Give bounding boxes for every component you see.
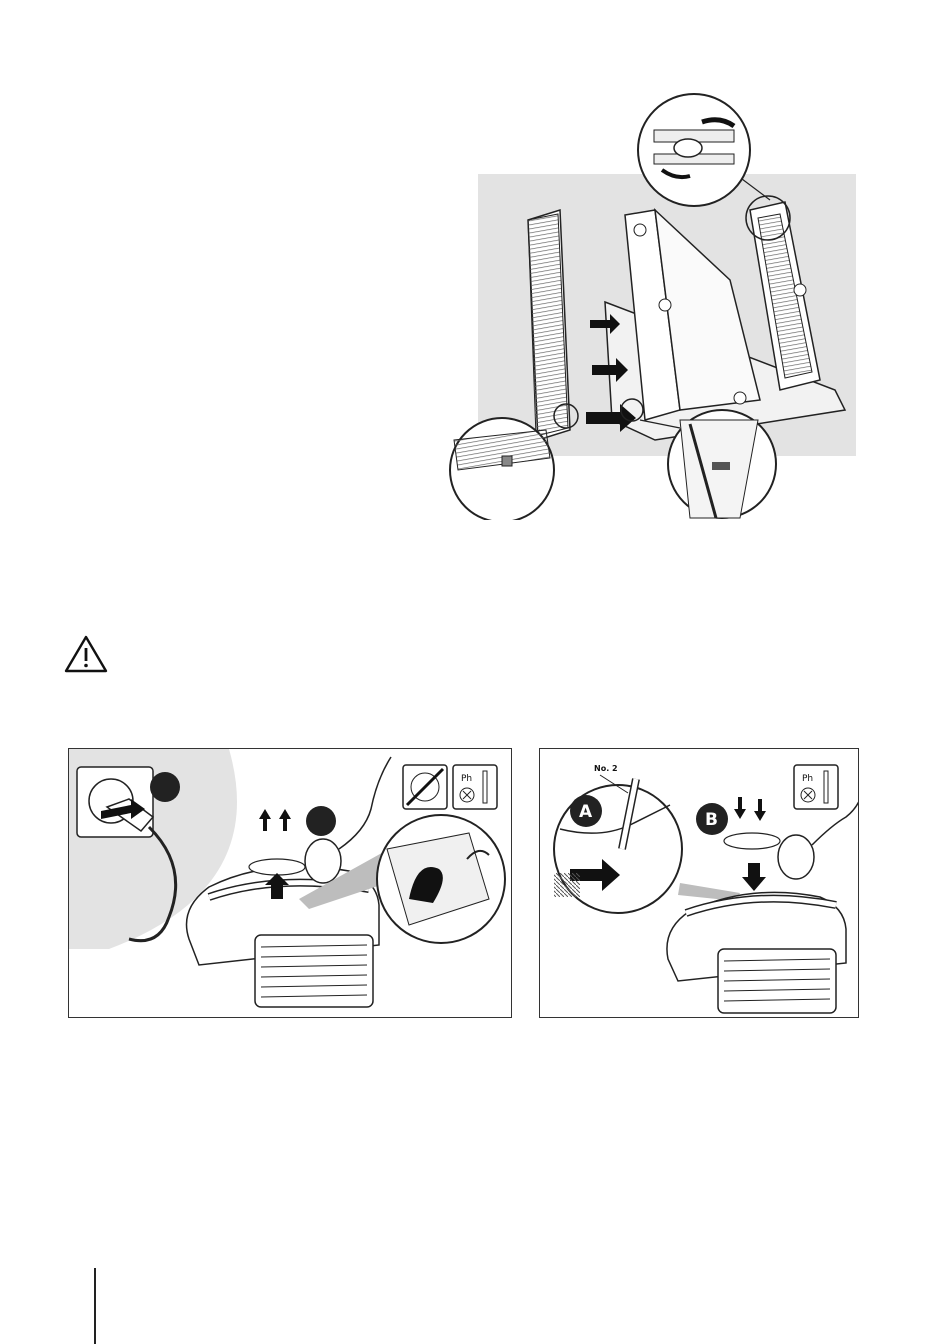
callout-a-label: A: [579, 802, 593, 822]
callout-b-label: B: [705, 810, 718, 830]
phillips-screwdriver-badge: [453, 765, 497, 809]
lid-icon: [249, 859, 305, 875]
step-marker-1: [150, 772, 180, 802]
part-number-label: No. 2: [594, 764, 618, 773]
ph-tool-label: Ph: [461, 774, 472, 784]
step-marker-2: [306, 806, 336, 836]
unplug-and-open-lid-illustration: Ph: [69, 749, 512, 1018]
warning-triangle-icon: [64, 634, 108, 674]
ph-tool-label: Ph: [802, 774, 813, 784]
connect-cable-and-close-lid-illustration: No. 2 A B Ph: [540, 749, 859, 1018]
phillips-screwdriver-badge: [794, 765, 838, 809]
margin-rule: [94, 1268, 96, 1344]
filter-panel-assembly-icon: [440, 90, 860, 520]
lid-icon: [724, 833, 780, 849]
step-panel-unplug: Ph: [68, 748, 512, 1018]
warning-icon-container: [64, 634, 108, 674]
filter-panel-assembly-figure: [440, 90, 860, 520]
step-panel-reconnect: No. 2 A B Ph: [539, 748, 859, 1018]
